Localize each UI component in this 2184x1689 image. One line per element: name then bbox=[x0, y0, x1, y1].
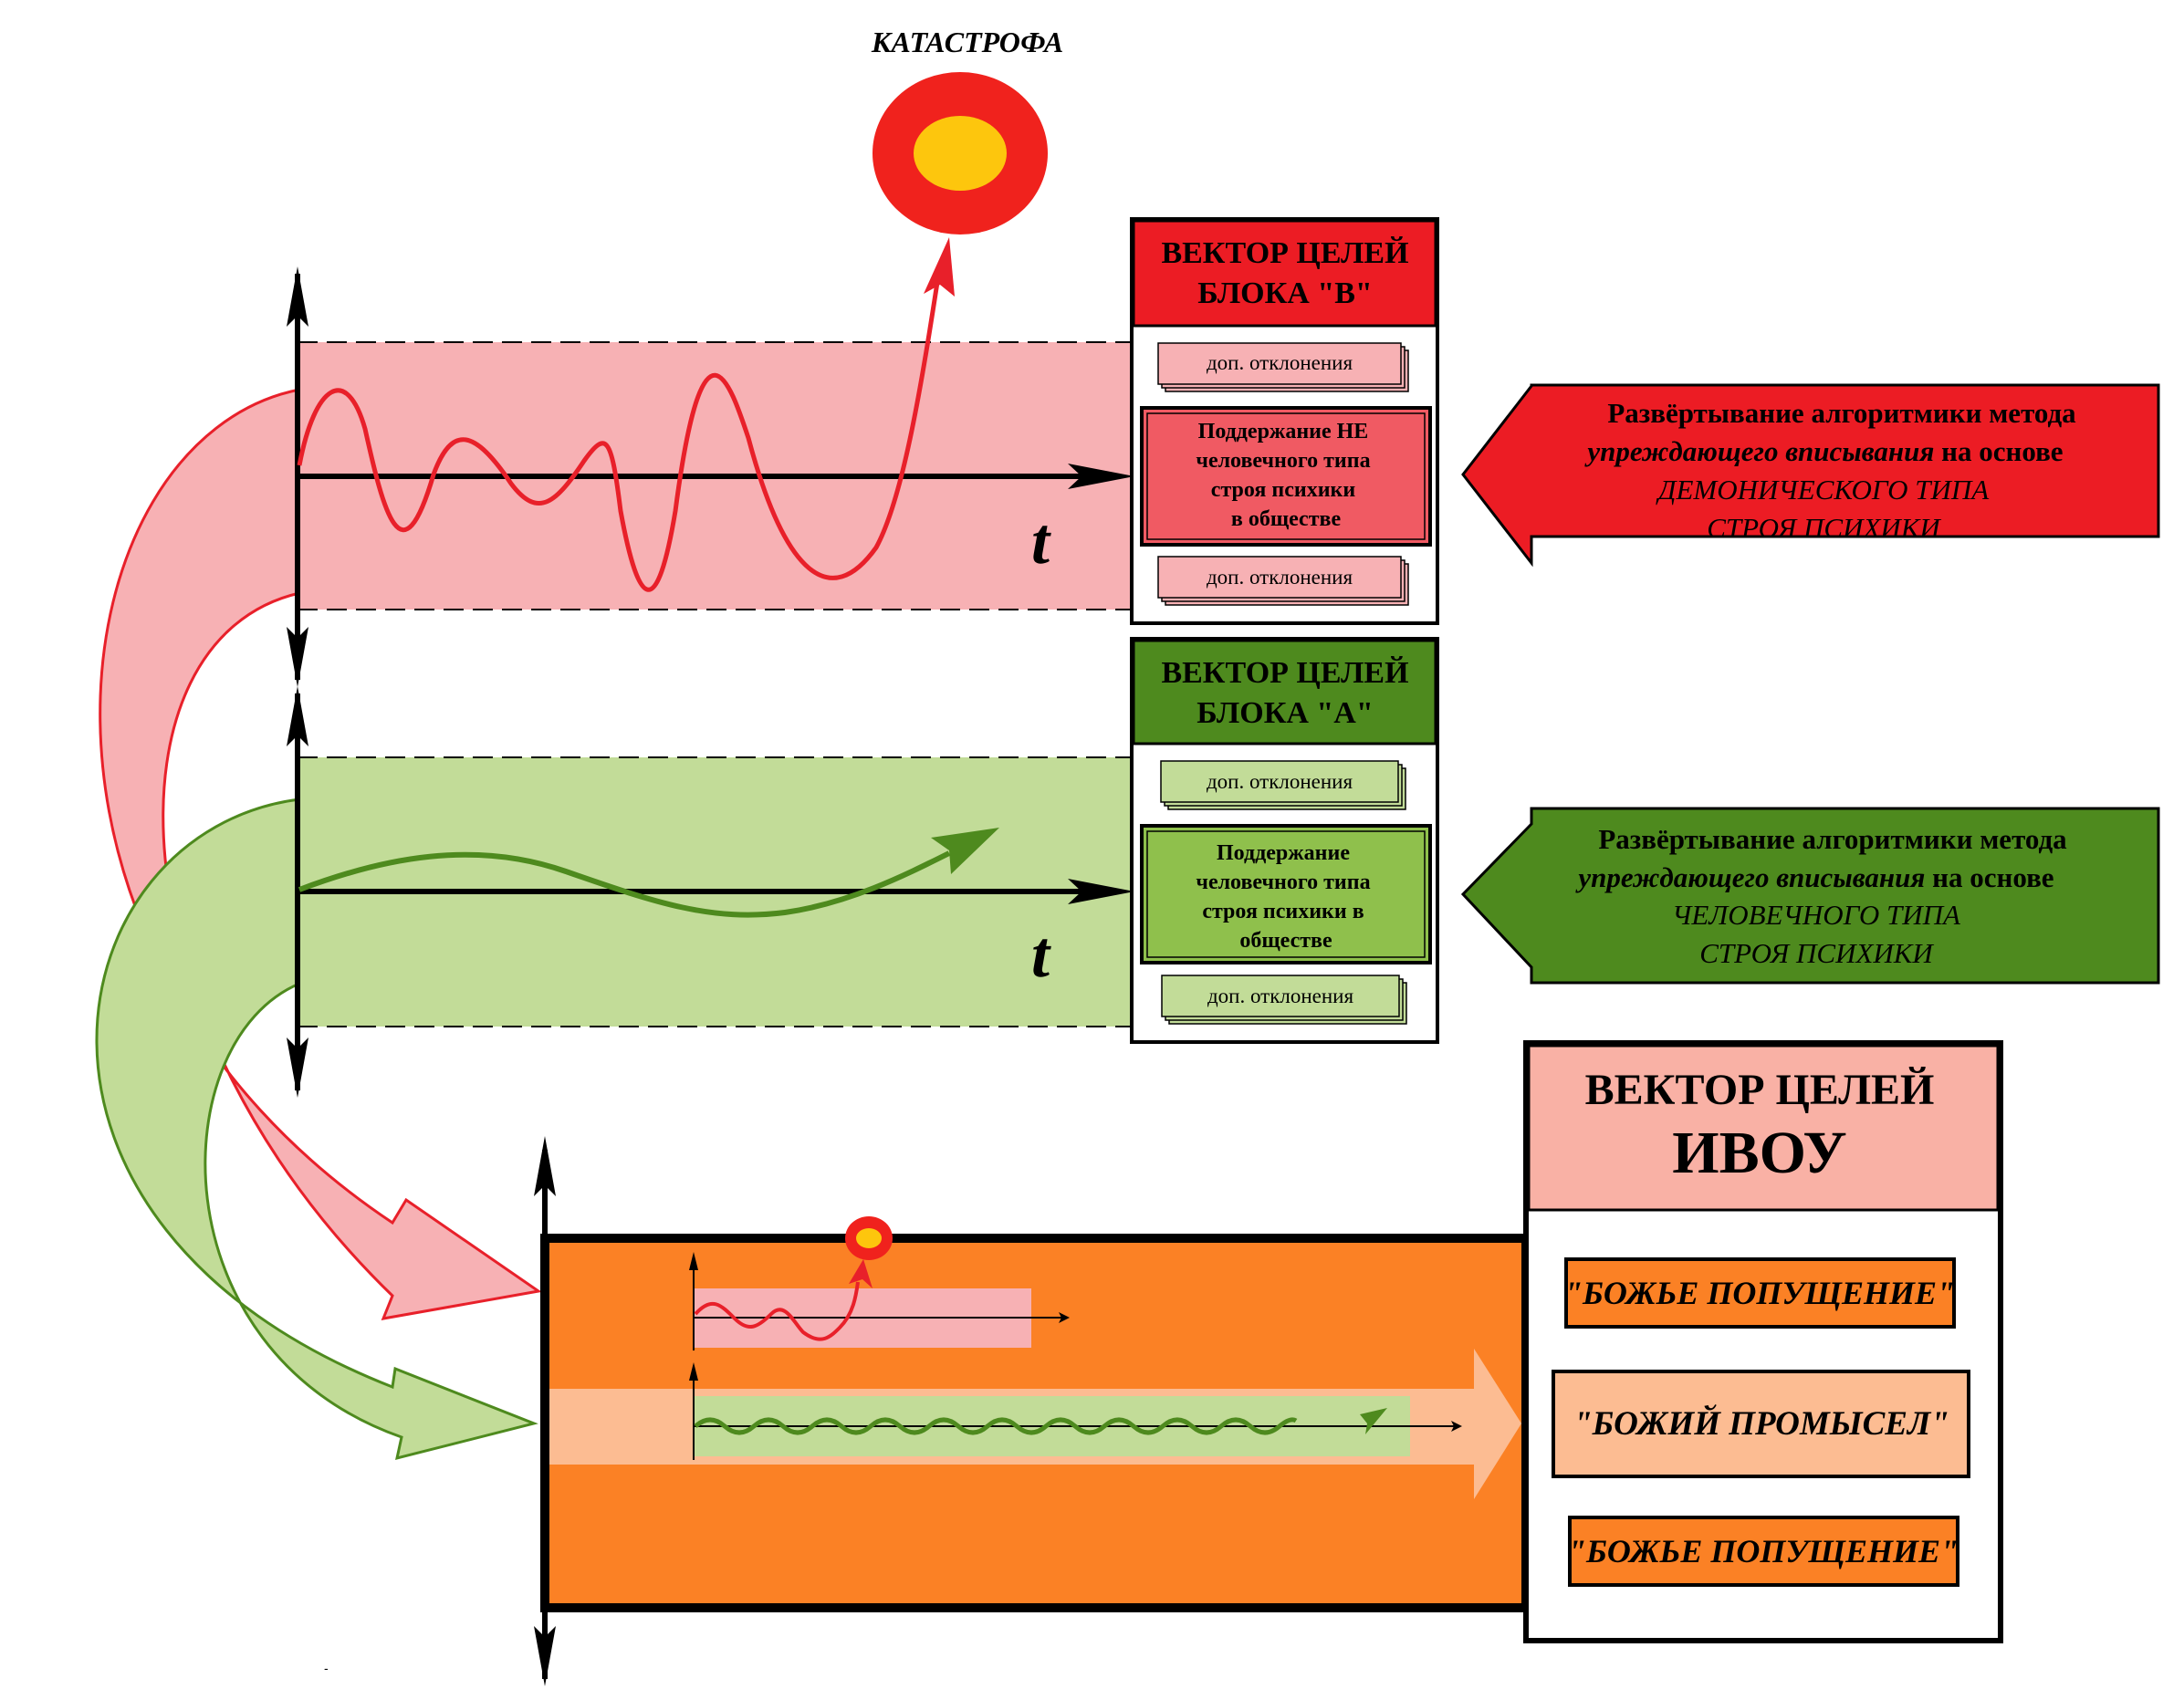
block-b-extra-bottom: доп. отклонения bbox=[1207, 566, 1353, 589]
block-a-time-label: t bbox=[1031, 918, 1051, 991]
block-b-time-label: t bbox=[1031, 505, 1051, 578]
block-b-method-line2-italic: упреждающего вписывания bbox=[1583, 435, 1934, 467]
block-a-method-line4: СТРОЯ ПСИХИКИ bbox=[1699, 937, 1934, 969]
block-a-main-line3: строя психики в bbox=[1202, 900, 1364, 923]
block-a-extra-bottom: доп. отклонения bbox=[1207, 985, 1354, 1007]
block-b-curve-arrowhead bbox=[924, 237, 955, 297]
block-a-method-line3: ЧЕЛОВЕЧНОГО ТИПА bbox=[1672, 899, 1961, 931]
catastrophe-label: КАТАСТРОФА bbox=[871, 26, 1063, 58]
block-a-method-line1: Развёртывание алгоритмики метода bbox=[1598, 823, 2067, 855]
block-a-extra-bottom-card bbox=[1161, 975, 1400, 1017]
block-b-main-box-inner bbox=[1146, 412, 1426, 540]
block-a-main-box-inner bbox=[1146, 830, 1426, 958]
ivou-item1-box bbox=[1564, 1257, 1956, 1329]
block-a-method-arrow-fill bbox=[1460, 807, 2160, 985]
block-b-method-line4: СТРОЯ ПСИХИКИ bbox=[1707, 512, 1941, 544]
block-a-curve bbox=[298, 850, 951, 918]
ivou-item3-box bbox=[1568, 1516, 1959, 1587]
block-a-main-text: Поддержание человечного типа строя психи… bbox=[1196, 841, 1375, 953]
block-b-main-line4: в обществе bbox=[1231, 507, 1342, 531]
block-b-method-line3: ДЕМОНИЧЕСКОГО ТИПА bbox=[1656, 474, 1991, 506]
block-b-method-line1: Развёртывание алгоритмики метода bbox=[1607, 397, 2076, 429]
block-b-header bbox=[1132, 219, 1437, 328]
block-a-axis-arrow-down bbox=[287, 1037, 308, 1098]
block-b-axis-arrow-up bbox=[287, 266, 308, 327]
ivou-mini-b-arrowhead bbox=[849, 1259, 873, 1288]
block-b-curve bbox=[297, 264, 943, 592]
block-b-main-line2: человечного типа bbox=[1196, 449, 1370, 473]
ivou-mini-b-vaxis-arrow bbox=[689, 1252, 698, 1270]
block-a-header bbox=[1132, 639, 1437, 745]
green-transfer-arrow bbox=[95, 798, 538, 1461]
block-b-title-line2: БЛОКА "В" bbox=[1197, 276, 1373, 310]
ivou-mini-a-curve bbox=[694, 1417, 1298, 1435]
block-b-extra-top-card bbox=[1157, 342, 1402, 385]
ivou-mini-b-curve bbox=[694, 1281, 860, 1341]
ivou-item2-box bbox=[1552, 1370, 1970, 1478]
block-b-main-box bbox=[1140, 406, 1432, 547]
block-b-time-axis-arrow bbox=[1068, 464, 1134, 489]
block-b-method-line2: упреждающего вписывания на основе bbox=[1583, 435, 2063, 467]
ivou-item3: "БОЖЬЕ ПОПУЩЕНИЕ" bbox=[1568, 1533, 1959, 1569]
ivou-mini-catastrophe-inner bbox=[856, 1228, 882, 1248]
ivou-item2: "БОЖИЙ ПРОМЫСЕЛ" bbox=[1573, 1403, 1949, 1443]
ivou-axis-arrow-up bbox=[534, 1136, 556, 1196]
block-a-main-line1: Поддержание bbox=[1217, 841, 1350, 865]
block-b-method-text: Развёртывание алгоритмики метода упрежда… bbox=[1583, 397, 2076, 544]
block-b-main-text: Поддержание НЕ человечного типа строя пс… bbox=[1196, 420, 1375, 531]
block-a-title-line2: БЛОКА "А" bbox=[1196, 696, 1373, 730]
catastrophe-inner-circle bbox=[914, 116, 1007, 191]
ivou-title-line1: ВЕКТОР ЦЕЛЕЙ bbox=[1585, 1066, 1935, 1114]
block-b-method-arrow-body bbox=[1461, 383, 2160, 568]
block-a-main-line4: обществе bbox=[1239, 929, 1332, 953]
block-a-title-line1: ВЕКТОР ЦЕЛЕЙ bbox=[1161, 656, 1408, 690]
block-b-axis-arrow-down bbox=[287, 627, 308, 687]
block-a-method-text: Развёртывание алгоритмики метода упрежда… bbox=[1574, 823, 2067, 969]
block-a-method-line2: упреждающего вписывания на основе bbox=[1574, 861, 2053, 893]
block-b-method-line2-rest: на основе bbox=[1934, 435, 2063, 467]
block-a-main-box bbox=[1140, 824, 1432, 964]
ivou-axis-arrow-down bbox=[534, 1626, 556, 1686]
block-a-axis-arrow-up bbox=[287, 686, 308, 746]
pink-transfer-arrow bbox=[99, 388, 542, 1320]
block-b-main-line3: строя психики bbox=[1211, 478, 1356, 502]
block-a-method-line2-italic: упреждающего вписывания bbox=[1574, 861, 1925, 893]
block-b-extra-bottom-card bbox=[1157, 556, 1402, 599]
ivou-item1: "БОЖЬЕ ПОПУЩЕНИЕ" bbox=[1564, 1275, 1955, 1311]
block-b-extra-top: доп. отклонения bbox=[1207, 351, 1353, 374]
block-a-main-line2: человечного типа bbox=[1196, 871, 1370, 894]
block-a-curve-arrowhead bbox=[931, 828, 999, 874]
ivou-mini-a-vaxis-arrow bbox=[689, 1362, 698, 1381]
ivou-mini-a-arrowhead bbox=[1360, 1408, 1387, 1434]
block-a-extra-top-card bbox=[1160, 760, 1399, 803]
block-a-extra-top: доп. отклонения bbox=[1207, 770, 1353, 793]
block-b-title-line1: ВЕКТОР ЦЕЛЕЙ bbox=[1161, 236, 1408, 270]
stray-mark: - bbox=[324, 1661, 329, 1675]
ivou-header bbox=[1527, 1044, 2000, 1212]
block-a-method-line2-rest: на основе bbox=[1925, 861, 2053, 893]
block-b-main-line1: Поддержание НЕ bbox=[1198, 420, 1369, 443]
block-a-time-axis-arrow bbox=[1068, 879, 1134, 904]
ivou-title-line2: ИВОУ bbox=[1672, 1120, 1846, 1186]
